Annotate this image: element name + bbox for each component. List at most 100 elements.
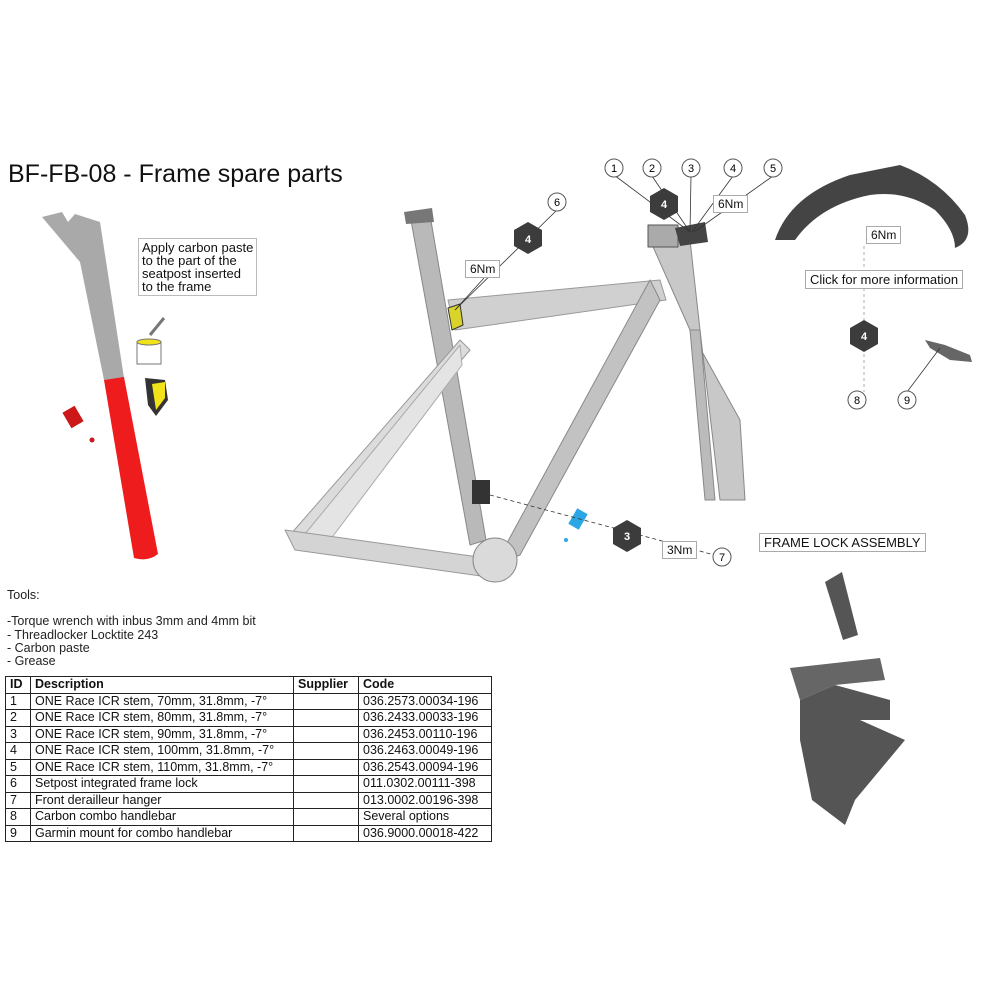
cell-description: ONE Race ICR stem, 110mm, 31.8mm, -7° [30,758,294,776]
tool-item: -Torque wrench with inbus 3mm and 4mm bi… [7,614,256,629]
header-id: ID [5,676,31,694]
cell-code: 013.0002.00196-398 [358,791,492,809]
torque-label-seatpost: 6Nm [465,260,501,278]
svg-text:1: 1 [611,163,617,175]
cell-supplier [293,758,359,776]
cell-description: Front derailleur hanger [30,791,294,809]
note-line: to the part of the [142,253,237,268]
cell-code: 036.2543.00094-196 [358,758,492,776]
svg-text:7: 7 [719,552,725,564]
callout-2[interactable]: 2 [642,158,662,178]
torque-label-hanger: 3Nm [662,541,698,559]
cell-description: ONE Race ICR stem, 80mm, 31.8mm, -7° [30,709,294,727]
callout-7[interactable]: 7 [712,547,732,567]
cell-description: ONE Race ICR stem, 70mm, 31.8mm, -7° [30,692,294,710]
cell-supplier [293,791,359,809]
frame-lock-small-icon [145,378,168,416]
svg-text:8: 8 [854,395,860,407]
cell-supplier [293,808,359,826]
header-description: Description [30,676,294,694]
cell-id: 8 [5,808,31,826]
cell-id: 1 [5,692,31,710]
cell-description: Garmin mount for combo handlebar [30,824,294,842]
svg-text:2: 2 [649,163,655,175]
garmin-mount-illustration [925,340,972,362]
tools-list: Tools: -Torque wrench with inbus 3mm and… [7,588,256,669]
cell-description: Setpost integrated frame lock [30,775,294,793]
cell-code: 036.2463.00049-196 [358,742,492,760]
cell-code: 036.2573.00034-196 [358,692,492,710]
torque-label-handlebar: 6Nm [866,226,902,244]
torque-label-stem: 6Nm [713,195,749,213]
cell-code: 036.9000.00018-422 [358,824,492,842]
note-line: seatpost inserted [142,266,242,281]
cell-supplier [293,692,359,710]
note-line: to the frame [142,279,212,294]
cell-id: 2 [5,709,31,727]
handlebar-illustration [775,165,969,248]
cell-supplier [293,824,359,842]
hex-label: 4 [661,199,668,211]
cell-description: Carbon combo handlebar [30,808,294,826]
cell-id: 3 [5,725,31,743]
table-header-row: ID Description Supplier Code [5,676,492,694]
svg-text:6: 6 [554,197,560,209]
carbon-paste-icon [136,317,166,365]
hex-label: 4 [861,331,868,343]
cell-id: 9 [5,824,31,842]
cell-supplier [293,775,359,793]
cell-code: 036.2453.00110-196 [358,725,492,743]
header-code: Code [358,676,492,694]
svg-text:4: 4 [730,163,736,175]
cell-description: ONE Race ICR stem, 100mm, 31.8mm, -7° [30,742,294,760]
cell-id: 5 [5,758,31,776]
cell-code: 036.2433.00033-196 [358,709,492,727]
cell-id: 4 [5,742,31,760]
note-line: Apply carbon paste [142,240,254,255]
cell-code: 011.0302.00111-398 [358,775,492,793]
tools-heading: Tools: [7,588,40,602]
threadlocker-red-icon [62,405,95,443]
callout-circles: 1 2 3 4 5 6 7 8 9 [547,158,917,567]
callout-6[interactable]: 6 [547,192,567,212]
hex-key-icon: 4 4 4 3 [514,188,878,552]
cell-description: ONE Race ICR stem, 90mm, 31.8mm, -7° [30,725,294,743]
tool-item: - Grease [7,654,56,669]
callout-8[interactable]: 8 [847,390,867,410]
cell-supplier [293,709,359,727]
tool-item: - Carbon paste [7,640,90,655]
callout-5[interactable]: 5 [763,158,783,178]
cell-supplier [293,742,359,760]
cell-code: Several options [358,808,492,826]
cell-id: 6 [5,775,31,793]
callout-4[interactable]: 4 [723,158,743,178]
tool-item: - Threadlocker Locktite 243 [7,627,159,642]
more-info-link[interactable]: Click for more information [805,270,964,289]
hex-label: 3 [624,531,630,543]
hex-label: 4 [525,234,532,246]
callout-3[interactable]: 3 [681,158,701,178]
bike-frame-illustration [284,208,746,583]
cell-supplier [293,725,359,743]
svg-text:3: 3 [688,163,694,175]
header-supplier: Supplier [293,676,359,694]
threadlocker-blue-icon [564,508,588,542]
cell-id: 7 [5,791,31,809]
svg-text:5: 5 [770,163,776,175]
seatpost-illustration [42,212,158,560]
page-title: BF-FB-08 - Frame spare parts [8,160,343,188]
callout-1[interactable]: 1 [604,158,624,178]
callout-9[interactable]: 9 [897,390,917,410]
carbon-paste-note: Apply carbon paste to the part of the se… [138,238,258,296]
